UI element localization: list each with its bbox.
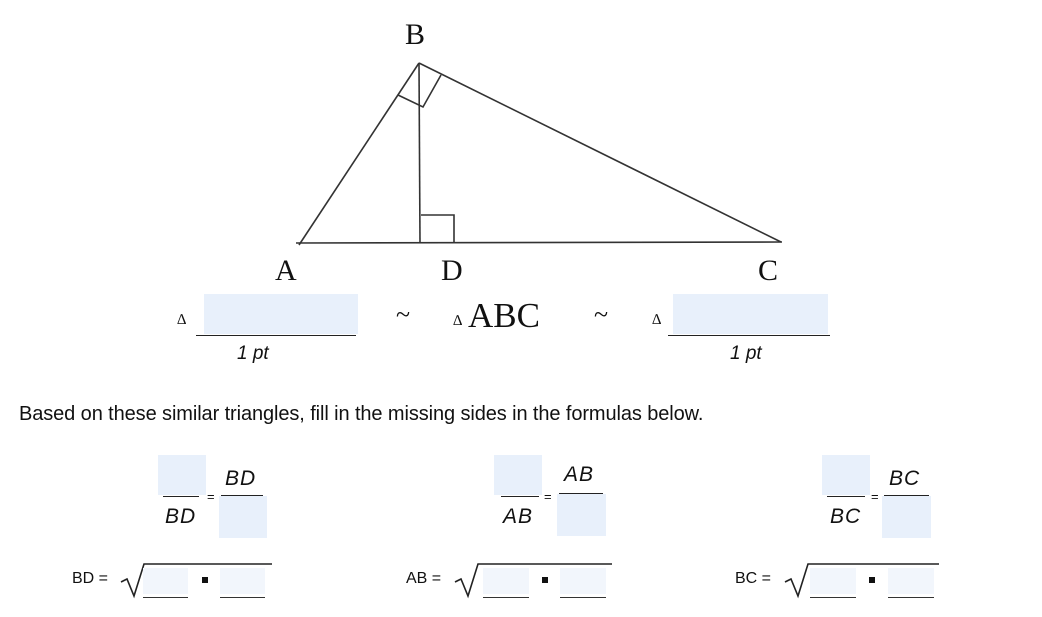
right-angle-mark-b — [397, 74, 442, 109]
radical-2-factor-1-input[interactable] — [483, 568, 529, 594]
radical-1-sign — [120, 563, 272, 599]
radical-1-label: BD = — [72, 570, 109, 587]
proportion-1-right-bar — [221, 495, 263, 496]
vertex-label-d: D — [441, 254, 463, 287]
radical-2-sign — [454, 563, 612, 599]
radical-2-multiply-dot — [542, 577, 548, 583]
side-ab — [298, 62, 420, 246]
triangle-symbol-left: ∆ — [177, 312, 187, 328]
proportion-3-bottom-right-input[interactable] — [882, 496, 931, 538]
proportion-3-top-right-label: BC — [889, 467, 921, 490]
right-angle-mark-d — [421, 214, 455, 242]
proportion-2-bottom-right-input[interactable] — [557, 494, 606, 536]
proportion-3-top-left-input[interactable] — [822, 455, 870, 495]
base-ac — [295, 241, 783, 244]
similar-triangle-right-underline — [668, 335, 830, 336]
proportion-2-top-left-input[interactable] — [494, 455, 542, 495]
radical-1-factor-1-input[interactable] — [143, 568, 188, 594]
radical-3-factor-1-input[interactable] — [810, 568, 856, 594]
triangle-symbol-middle: ∆ — [453, 313, 463, 329]
radical-3-label: BC = — [735, 570, 772, 587]
proportion-1-top-right-label: BD — [225, 467, 257, 490]
left-points-label: 1 pt — [237, 343, 269, 364]
proportion-2-left-bar — [501, 496, 539, 497]
right-points-label: 1 pt — [730, 343, 762, 364]
radical-2-factor-1-line — [483, 597, 529, 598]
proportion-1-left-bar — [163, 496, 199, 497]
triangle-symbol-right: ∆ — [652, 312, 662, 328]
altitude-bd — [418, 62, 421, 244]
proportion-1-top-left-input[interactable] — [158, 455, 206, 495]
proportion-3-equals: = — [871, 489, 879, 504]
vertex-label-c: C — [758, 254, 779, 287]
triangle-figure — [295, 62, 783, 246]
radical-1-factor-1-line — [143, 597, 188, 598]
similar-symbol-left: ~ — [396, 300, 411, 329]
radical-2-factor-2-line — [560, 597, 606, 598]
radical-1-factor-2-input[interactable] — [220, 568, 265, 594]
radical-1-factor-2-line — [220, 597, 265, 598]
proportion-3-right-bar — [884, 495, 929, 496]
similar-triangle-right-input[interactable] — [673, 294, 828, 334]
radical-3-factor-1-line — [810, 597, 856, 598]
similar-triangle-left-input[interactable] — [204, 294, 358, 334]
radical-3-factor-2-line — [888, 597, 934, 598]
similar-triangle-left-underline — [196, 335, 356, 336]
instruction-text: Based on these similar triangles, fill i… — [19, 403, 704, 425]
radical-2-factor-2-input[interactable] — [560, 568, 606, 594]
proportion-1-bottom-right-input[interactable] — [219, 496, 267, 538]
proportion-2-bottom-left-label: AB — [503, 505, 534, 528]
proportion-2-top-right-label: AB — [564, 463, 595, 486]
radical-1-multiply-dot — [202, 577, 208, 583]
proportion-1-bottom-left-label: BD — [165, 505, 197, 528]
radical-3-factor-2-input[interactable] — [888, 568, 934, 594]
vertex-label-b: B — [405, 18, 426, 51]
proportion-3-bottom-left-label: BC — [830, 505, 862, 528]
similar-symbol-right: ~ — [594, 300, 609, 329]
proportion-2-equals: = — [544, 489, 552, 504]
proportion-2-right-bar — [559, 493, 603, 494]
proportion-3-left-bar — [827, 496, 865, 497]
radical-2-label: AB = — [406, 570, 442, 587]
radical-3-multiply-dot — [869, 577, 875, 583]
middle-triangle-name: ABC — [468, 296, 540, 335]
side-bc — [418, 62, 782, 243]
radical-3-sign — [784, 563, 939, 599]
proportion-1-equals: = — [207, 489, 215, 504]
vertex-label-a: A — [275, 254, 297, 287]
